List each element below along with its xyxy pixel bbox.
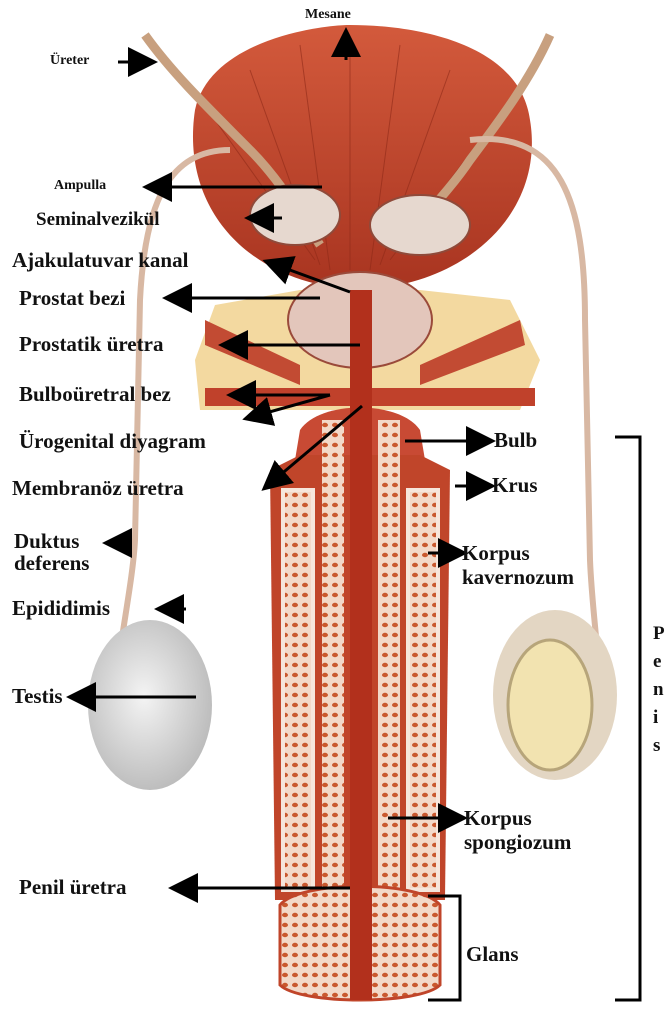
testis-left [88,620,212,790]
label-penis-vertical: P e n i s [653,620,665,760]
label-korpus-kavernozum-line1: Korpus [462,541,574,565]
label-duktus-deferens-line1: Duktus [14,530,89,552]
label-penis-letter: n [653,676,665,704]
corpus-spongiosum-left [322,420,344,900]
corpus-cavernosum-right [408,490,438,890]
testis-right-interior [508,640,592,770]
corpus-spongiosum-right [378,420,400,900]
label-duktus-deferens: Duktus deferens [14,530,89,574]
label-duktus-deferens-line2: deferens [14,552,89,574]
label-prostat-bezi: Prostat bezi [19,288,125,309]
label-ureter: Üreter [50,54,89,68]
label-ajakulatuvar-kanal: Ajakulatuvar kanal [12,250,188,271]
corpus-cavernosum-left [283,490,313,890]
label-korpus-spongiozum: Korpus spongiozum [464,806,571,854]
seminal-vesicle-right [370,195,470,255]
label-korpus-spongiozum-line1: Korpus [464,806,571,830]
label-seminal-vezikul: Seminalvezikül [36,210,160,229]
bladder [193,25,532,290]
label-penis-letter: i [653,704,665,732]
label-urogenital-diyagram: Ürogenital diyagram [19,431,206,452]
label-membranoz-uretra: Membranöz üretra [12,478,184,499]
label-penil-uretra: Penil üretra [19,877,127,898]
label-korpus-spongiozum-line2: spongiozum [464,830,571,854]
label-bulbouretral-bez: Bulboüretral bez [19,384,171,405]
label-prostatik-uretra: Prostatik üretra [19,334,163,355]
seminal-vesicle-left [250,185,340,245]
label-korpus-kavernozum-line2: kavernozum [462,565,574,589]
label-krus: Krus [492,475,538,496]
label-bulb: Bulb [494,430,537,451]
label-penis-letter: s [653,732,665,760]
label-testis: Testis [12,686,63,707]
penis-bracket [615,437,640,1000]
label-penis-letter: P [653,620,665,648]
label-ampulla: Ampulla [54,179,106,193]
label-korpus-kavernozum: Korpus kavernozum [462,541,574,589]
label-glans: Glans [466,944,519,965]
label-epididimis: Epididimis [12,598,110,619]
label-penis-letter: e [653,648,665,676]
label-mesane: Mesane [305,8,351,22]
